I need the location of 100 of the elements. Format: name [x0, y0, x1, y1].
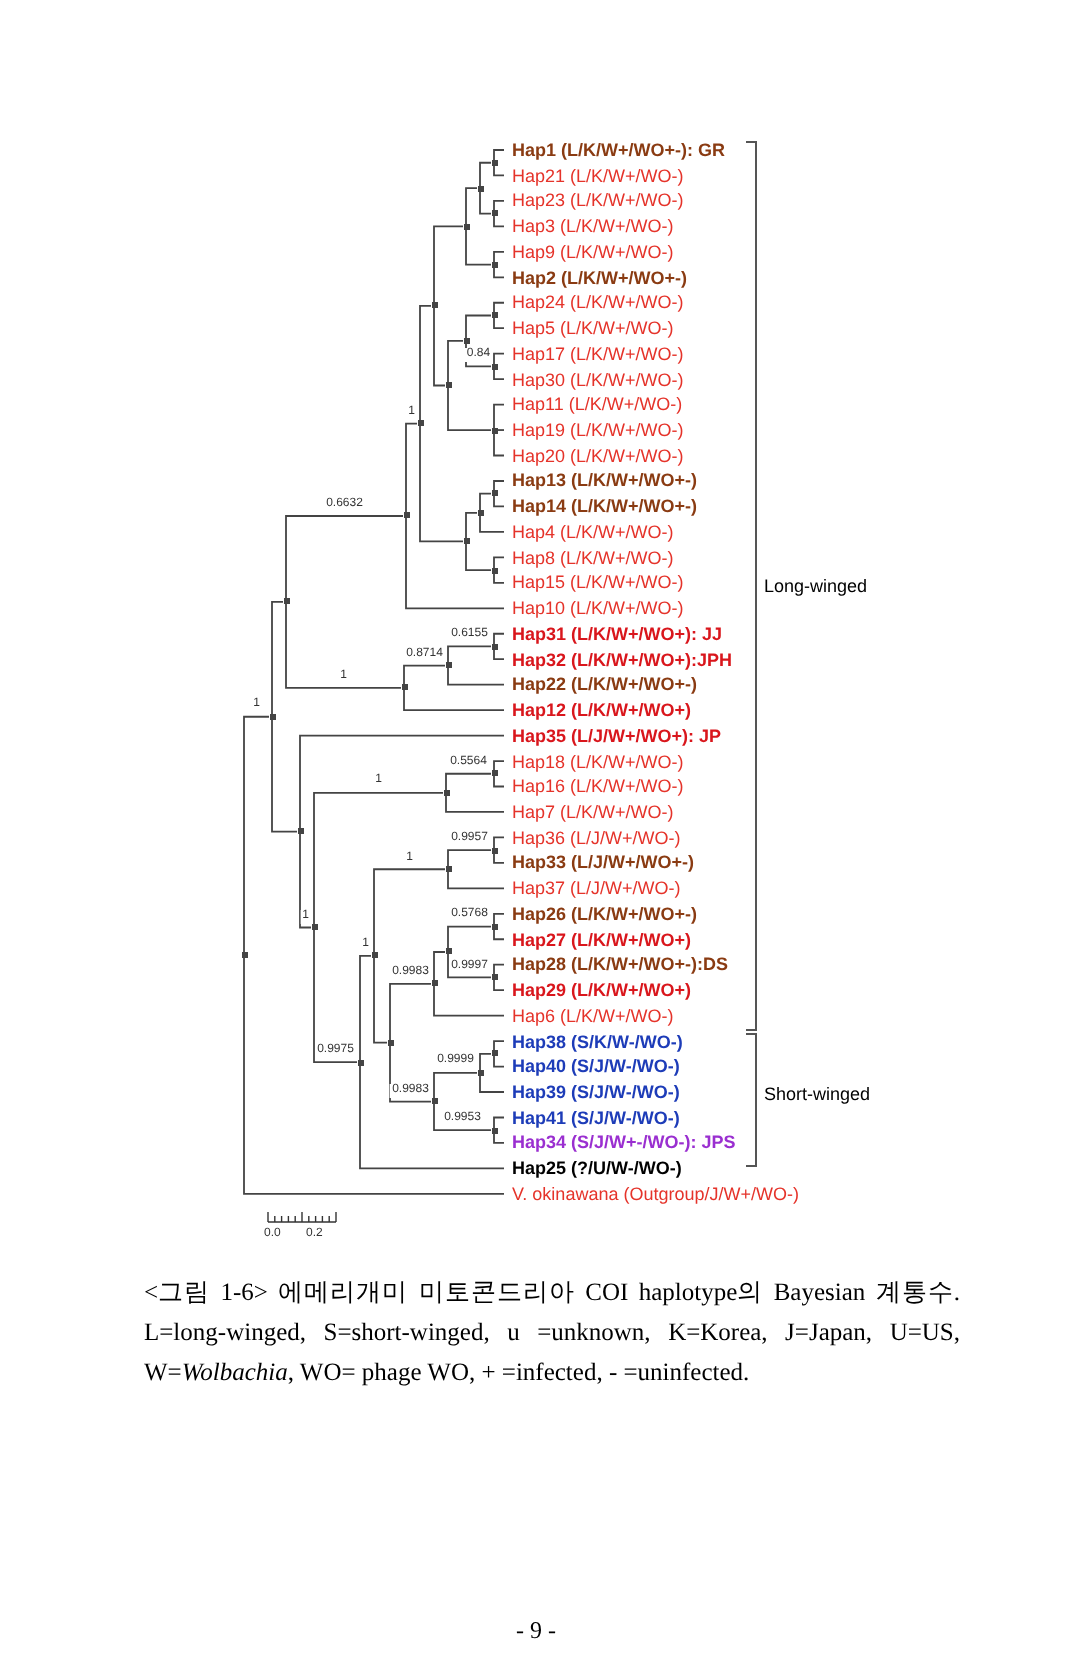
tree-branch — [493, 263, 505, 279]
branch-node — [269, 713, 275, 720]
tree-branch — [447, 384, 492, 431]
page-number: - 9 - — [516, 1616, 556, 1644]
branch-node — [443, 789, 449, 796]
taxon-label: Hap17 (L/K/W+/WO-) — [504, 341, 684, 366]
figure-caption: <그림 1-6> 에메리개미 미토콘드리아 COI haplotype의 Bayesian 계통수. L=long-winged, S=short-winged, u =unknown, K=Korea, J=Japan, U=US, W=Wolbachia, WO= phage WO, + =infected, - =uninfected. — [144, 1276, 960, 1390]
tree-branch — [433, 305, 446, 387]
tree-branch — [493, 1129, 505, 1144]
branch-node — [491, 427, 497, 434]
tree-branch — [493, 556, 505, 571]
tree-branch — [493, 200, 505, 215]
taxon-label: Hap4 (L/K/W+/WO-) — [504, 519, 674, 544]
taxon-label: Hap26 (L/K/W+/WO+-) — [504, 901, 698, 926]
tree-branch — [373, 955, 388, 1044]
tree-branch — [359, 1061, 505, 1170]
tree-branch — [493, 301, 505, 317]
branch-node — [371, 952, 377, 959]
taxon-label: Hap29 (L/K/W+/WO+) — [504, 978, 692, 1003]
tree-branch — [299, 830, 312, 929]
tree-branch — [465, 225, 492, 266]
tree-branch — [447, 664, 505, 686]
tree-branch — [493, 429, 505, 457]
tree-branch — [493, 632, 505, 648]
tree-branch — [433, 1100, 492, 1132]
branch-node — [431, 302, 437, 309]
branch-node — [417, 420, 423, 427]
tree-branch — [243, 715, 270, 957]
branch-node — [491, 363, 497, 370]
taxon-label: Hap38 (S/K/W-/WO-) — [504, 1029, 683, 1054]
taxon-label: Hap2 (L/K/W+/WO+-) — [504, 265, 687, 290]
taxon-label: V. okinawana (Outgroup/J/W+/WO-) — [504, 1181, 799, 1206]
branch-node — [445, 382, 451, 389]
tree-branch — [285, 515, 404, 603]
tree-branch — [493, 352, 505, 368]
clade-label: Long-winged — [764, 574, 868, 598]
tree-branch — [493, 149, 505, 164]
taxon-label: Hap31 (L/K/W+/WO+): JJ — [504, 621, 723, 646]
tree-branch — [285, 601, 402, 689]
taxon-label: Hap23 (L/K/W+/WO-) — [504, 188, 684, 213]
branch-node — [463, 538, 469, 545]
tree-branch — [493, 925, 505, 941]
taxon-label: Hap13 (L/K/W+/WO+-) — [504, 468, 698, 493]
taxon-label: Hap14 (L/K/W+/WO+-) — [504, 494, 698, 519]
tree-branch — [493, 976, 505, 992]
branch-node — [477, 509, 483, 516]
tree-branch — [433, 1072, 478, 1103]
branch-node — [491, 1050, 497, 1057]
branch-node — [491, 923, 497, 930]
branch-node — [491, 210, 497, 217]
taxon-label: Hap25 (?/U/W-/WO-) — [504, 1156, 682, 1181]
tree-branch — [447, 868, 505, 890]
taxon-label: Hap10 (L/K/W+/WO-) — [504, 596, 684, 621]
taxon-label: Hap21 (L/K/W+/WO-) — [504, 163, 684, 188]
branch-node — [445, 866, 451, 873]
tree-branch — [403, 686, 505, 711]
branch-node — [491, 261, 497, 268]
branch-node — [283, 598, 289, 605]
tree-branch — [389, 982, 432, 1044]
tree-branch — [419, 305, 432, 425]
branch-node — [431, 1098, 437, 1105]
taxon-label: Hap9 (L/K/W+/WO-) — [504, 239, 674, 264]
tree-branch — [465, 314, 492, 342]
tree-branch — [447, 340, 464, 387]
taxon-label: Hap36 (L/J/W+/WO-) — [504, 825, 681, 850]
branch-node — [241, 952, 247, 959]
tree-branch — [447, 951, 492, 979]
tree-branch — [465, 540, 492, 571]
tree-branch — [403, 664, 446, 689]
tree-branch — [359, 955, 372, 1064]
tree-branch — [493, 212, 505, 228]
tree-branch — [465, 187, 478, 228]
taxon-label: Hap34 (S/J/W+-/WO-): JPS — [504, 1130, 736, 1155]
taxon-label: Hap7 (L/K/W+/WO-) — [504, 799, 674, 824]
branch-node — [491, 490, 497, 497]
tree-branch — [493, 963, 505, 979]
branch-node — [357, 1059, 363, 1066]
taxon-label: Hap39 (S/J/W-/WO-) — [504, 1080, 680, 1104]
tree-branch — [465, 511, 478, 543]
taxon-label: Hap1 (L/K/W+/WO+-): GR — [504, 138, 725, 162]
branch-node — [297, 828, 303, 835]
taxon-label: Hap24 (L/K/W+/WO-) — [504, 290, 684, 315]
tree-branch — [313, 791, 444, 929]
taxon-label: Hap28 (L/K/W+/WO+-):DS — [504, 952, 729, 977]
branch-node — [491, 770, 497, 777]
tree-branch — [389, 1041, 432, 1103]
tree-branch — [271, 601, 284, 718]
tree-branch — [493, 1116, 505, 1132]
branch-node — [403, 512, 409, 519]
taxon-label: Hap41 (S/J/W-/WO-) — [504, 1105, 680, 1130]
branch-node — [463, 337, 469, 344]
tree-branch — [299, 734, 505, 833]
tree-branch — [433, 225, 464, 307]
branch-node — [401, 684, 407, 691]
taxon-label: Hap8 (L/K/W+/WO-) — [504, 545, 674, 570]
branch-node — [491, 643, 497, 650]
tree-branch — [493, 1040, 505, 1055]
tree-branch — [433, 951, 446, 985]
tree-branch — [493, 480, 505, 495]
taxon-label: Hap40 (S/J/W-/WO-) — [504, 1054, 680, 1079]
